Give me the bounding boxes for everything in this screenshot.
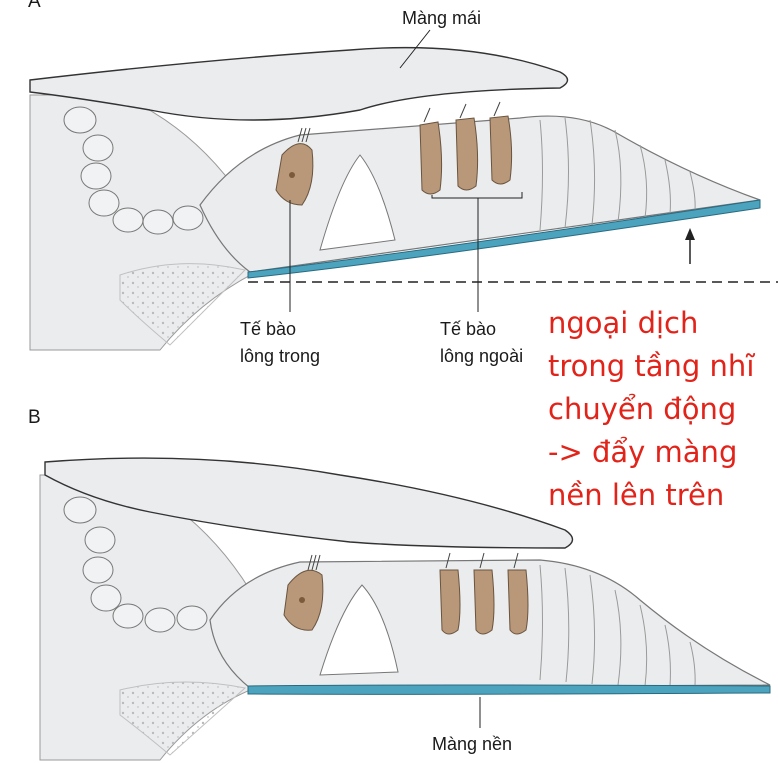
annotation-line-4: -> đẩy màng	[548, 435, 738, 469]
panel-a-tectorial-leader	[399, 29, 431, 69]
panel-b-basilar-membrane	[247, 684, 771, 695]
panel-a-letter: A	[28, 0, 41, 12]
annotation-line-5: nền lên trên	[548, 478, 725, 512]
panel-b-outer-hair-cells	[439, 552, 529, 635]
inner-hair-cell-label-line-1: Tế bào	[240, 319, 297, 339]
panel-a-inner-hair-cell	[275, 127, 314, 206]
annotation-line-3: chuyển động	[548, 392, 737, 426]
panel-a-upward-arrow	[685, 228, 695, 264]
panel-a-basilar-membrane	[247, 199, 761, 279]
red-annotation-note: ngoại dịch trong tầng nhĩ chuyển động ->…	[548, 302, 754, 517]
panel-b-diagram	[39, 457, 771, 761]
panel-a-tectorial-membrane	[29, 46, 569, 121]
basilar-membrane-label: Màng nền	[432, 734, 513, 754]
panel-b-inner-hair-cell	[283, 554, 324, 631]
outer-hair-cell-label-line-2: lông ngoài	[440, 346, 524, 366]
annotation-line-1: ngoại dịch	[548, 306, 699, 340]
tectorial-membrane-label: Màng mái	[402, 8, 482, 28]
inner-hair-cell-label: Tế bào lông trong	[240, 316, 320, 370]
panel-b-letter: B	[28, 407, 41, 428]
panel-a-diagram	[29, 29, 778, 351]
inner-hair-cell-label-line-2: lông trong	[240, 346, 321, 366]
panel-a-sulcus-cells	[63, 106, 204, 235]
panel-a-tunnel-of-corti	[319, 154, 396, 251]
panel-b-bone-region	[119, 681, 247, 756]
panel-b-sulcus-cells	[63, 496, 208, 633]
panel-a-outer-hair-cells	[419, 101, 513, 195]
annotation-line-2: trong tầng nhĩ	[548, 349, 755, 383]
panel-b-supporting-cells	[539, 564, 696, 687]
outer-hair-cell-label: Tế bào lông ngoài	[440, 316, 523, 370]
outer-hair-cell-label-line-1: Tế bào	[440, 319, 497, 339]
panel-a-bone-region	[119, 263, 246, 346]
panel-b-tectorial-membrane	[44, 457, 574, 549]
panel-a-outer-hair-cell-bracket	[431, 192, 523, 312]
panel-b-tunnel-of-corti	[319, 584, 399, 676]
panel-a-supporting-cells	[539, 117, 696, 231]
